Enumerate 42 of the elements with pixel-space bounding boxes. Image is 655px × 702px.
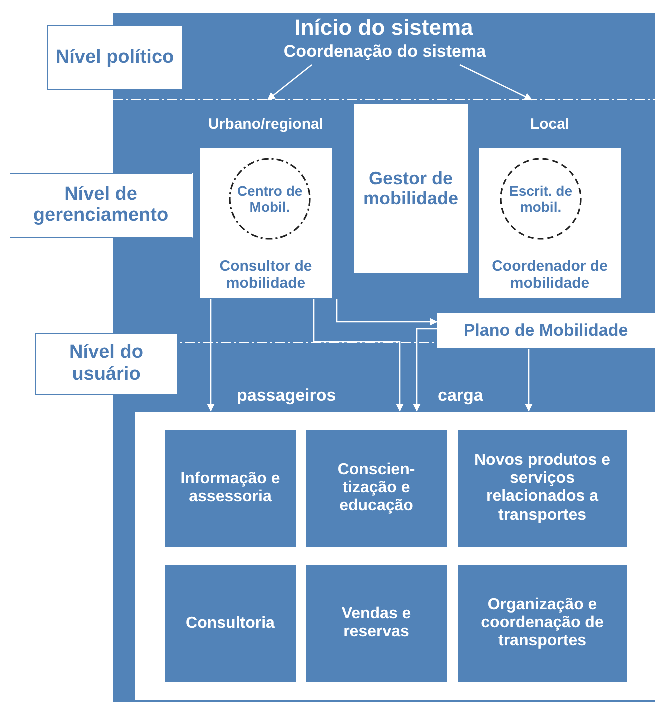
level-label [47,25,183,90]
node-text: Escrit. de mobil. [508,182,574,216]
subtitle: Coordenação do sistema [282,42,488,62]
node-text: Plano de Mobilidade [462,320,630,340]
node-text: Consultoria [185,614,276,633]
office-circle [500,158,582,240]
plan-box [437,313,655,348]
service-box [165,565,296,682]
service-box [165,430,296,547]
service-box [458,430,627,547]
manager-box [354,104,468,273]
node-text: Nível político [54,46,176,68]
node-text: Coordenador de mobilidade [491,258,609,292]
flow-label: carga [438,386,484,406]
office-circle [229,158,311,240]
services-panel [135,412,655,700]
node-text: Gestor de mobilidade [362,168,460,210]
service-box [458,565,627,682]
service-box [306,565,447,682]
service-box [306,430,447,547]
arrow [336,299,438,326]
arrow [525,349,533,412]
arrow [413,328,437,412]
node-text: Vendas e reservas [340,605,412,642]
arrow [460,64,533,101]
arrow [267,64,312,100]
node-text: Nível de gerenciamento [32,184,170,228]
column-heading: Urbano/regional [207,116,324,134]
level-label [10,173,193,238]
level-label [35,333,178,395]
node-text: Novos produtos e serviços relacionados a transportes [473,452,612,526]
flow-label: passageiros [237,386,336,406]
node-text: Organização e coordenação de transportes [480,596,605,652]
node-text: Conscien-tização e educação [336,460,416,516]
node-text: Consultor de mobilidade [218,258,314,292]
arrow [313,299,404,412]
title: Início do sistema [294,15,474,40]
node-text: Nível do usuário [68,342,144,386]
node-text: Informação e assessoria [180,470,282,507]
node-text: Centro de Mobil. [236,182,304,216]
arrow [207,299,215,412]
column-heading: Local [529,116,571,134]
